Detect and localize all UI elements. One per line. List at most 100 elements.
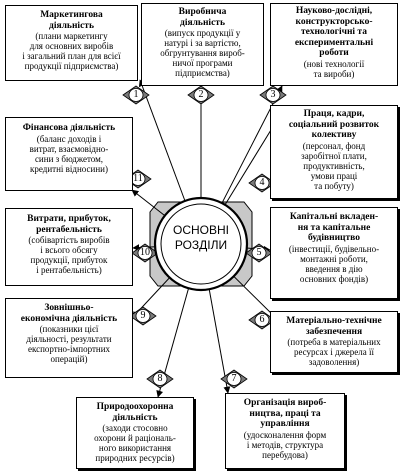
section-title: Праця, кадри, [303,109,365,119]
section-body: (баланс доходів і [36,133,102,144]
section-number: 2 [198,89,204,100]
section-body: обгрунтування вироб- [160,48,245,58]
section-body: операцій) [50,354,88,364]
section-body: монтажні роботи, [300,253,368,264]
section-title: Фінансова діяльність [22,123,116,133]
section-body: (інвестиції, будівельно- [288,243,380,254]
section-title: соціальний розвиток [288,119,380,130]
section-body: для основних виробів [29,41,114,51]
section-body: ного використання [98,443,172,453]
section-body: (потреба в матеріальних [287,337,381,347]
section-body: і рентабельність) [36,265,102,275]
section-title: діяльність [112,412,158,423]
section-body: та вироби) [313,68,355,79]
section-number: 10 [140,247,150,258]
section-title: Науково-дослідні, [295,6,373,16]
section-number: 3 [270,89,276,100]
section-title: рентабельність [36,224,102,235]
section-number: 9 [140,310,146,321]
number-circle [226,372,242,386]
section-body: продуктивність, [303,160,365,171]
section-body: і методів, структура [246,439,324,450]
section-body: витрат, взаємовідно- [29,143,109,154]
section-body: (собівартість виробів [28,235,110,245]
section-number: 7 [231,373,237,384]
section-number: 4 [259,177,265,188]
section-title: Природоохоронна [96,402,174,412]
section-body: натурі і за вартістю, [164,38,241,48]
connector-arrow [138,79,186,202]
section-title: діяльність [49,20,94,31]
section-title: Організація вироб- [243,398,327,408]
section-body: основних фондів) [299,273,369,284]
section-number: 5 [256,247,262,258]
section-title: будівництво [307,233,361,243]
number-circle [137,246,153,260]
section-body: і загальний план для всієї [22,51,121,61]
section-body: сини з бюджетом, [34,153,104,164]
section-body: перебудова) [262,449,308,460]
section-body: ресурсах і джерела її [293,347,375,357]
section-title: технологічні та [301,27,367,37]
section-box-organisation: Організація вироб- ництва, праці та упра… [225,393,345,469]
section-body: продукції підприємства) [24,61,119,71]
number-circle [193,88,209,102]
section-body: задоволення) [308,357,360,367]
section-body: продукції, прибуток [30,255,108,265]
section-box-foreign-trade: Зовнішньо- економічна діяльність (показн… [5,298,133,378]
section-title: експериментальні [294,37,374,48]
section-box-labour: Праця, кадри, соціальний розвиток колект… [270,105,398,199]
section-body: заробітної плати, [301,150,367,161]
section-title: ня та капітальне [297,222,371,233]
connector-arrow [208,289,231,394]
section-title: роботи [319,48,349,58]
section-title: колективу [311,130,357,140]
number-circle [135,309,151,323]
section-body: (заходи стосовно [102,423,168,433]
center-label-line-2: РОЗДІЛИ [174,238,228,252]
section-body: (плани маркетингу [35,31,108,41]
center-ring-inner [160,203,242,285]
section-body: і всього обсягу [40,245,98,255]
section-number: 11 [133,173,143,184]
section-body: природних ресурсів) [95,453,175,463]
section-box-supply: Матеріально-технічне забезпечення (потре… [270,311,398,373]
connector-arrow [131,189,166,217]
section-body: (персонал, фонд [302,140,366,151]
section-title: Витрати, прибуток, [27,214,111,224]
section-body: умови праці [310,170,358,181]
number-circle [251,246,267,260]
section-body: діяльності, результати [26,334,112,344]
section-number: 8 [157,373,163,384]
section-box-research: Науково-дослідні, конструкторсько- техно… [270,3,398,86]
section-body: експортно-імпортних [27,344,111,354]
section-box-marketing: Маркетингова діяльність (плани маркетинг… [5,5,138,81]
section-title: Виробнича [178,7,227,17]
section-title: Капітальні вкладен- [289,212,379,222]
section-number: 6 [259,314,265,325]
section-title: Зовнішньо- [44,303,94,313]
section-title: ництва, праці та [249,408,321,419]
section-body: кредитні відносини) [30,163,108,174]
section-body: (нові технології [303,58,365,69]
section-title: Маркетингова [40,10,103,20]
section-title: забезпечення [305,326,363,337]
center-label-line-1: ОСНОВНІ [172,223,229,237]
number-circle [265,88,281,102]
number-circle [152,372,168,386]
section-title: економічна діяльність [20,313,118,324]
section-body: (удосконалення форм [243,429,327,440]
number-circle [128,88,144,102]
section-title: Матеріально-технічне [286,316,382,326]
section-box-capital: Капітальні вкладен- ня та капітальне буд… [270,207,398,299]
center-label: ОСНОВНІ РОЗДІЛИ [151,223,251,253]
number-circle [254,176,270,190]
section-body: (випуск продукції у [164,28,241,38]
section-body: введення в дію [305,263,363,274]
section-title: управління [260,419,310,429]
section-title: конструкторсько- [295,16,373,27]
section-number: 1 [133,89,139,100]
section-body: охорони й раціональ- [94,433,176,443]
